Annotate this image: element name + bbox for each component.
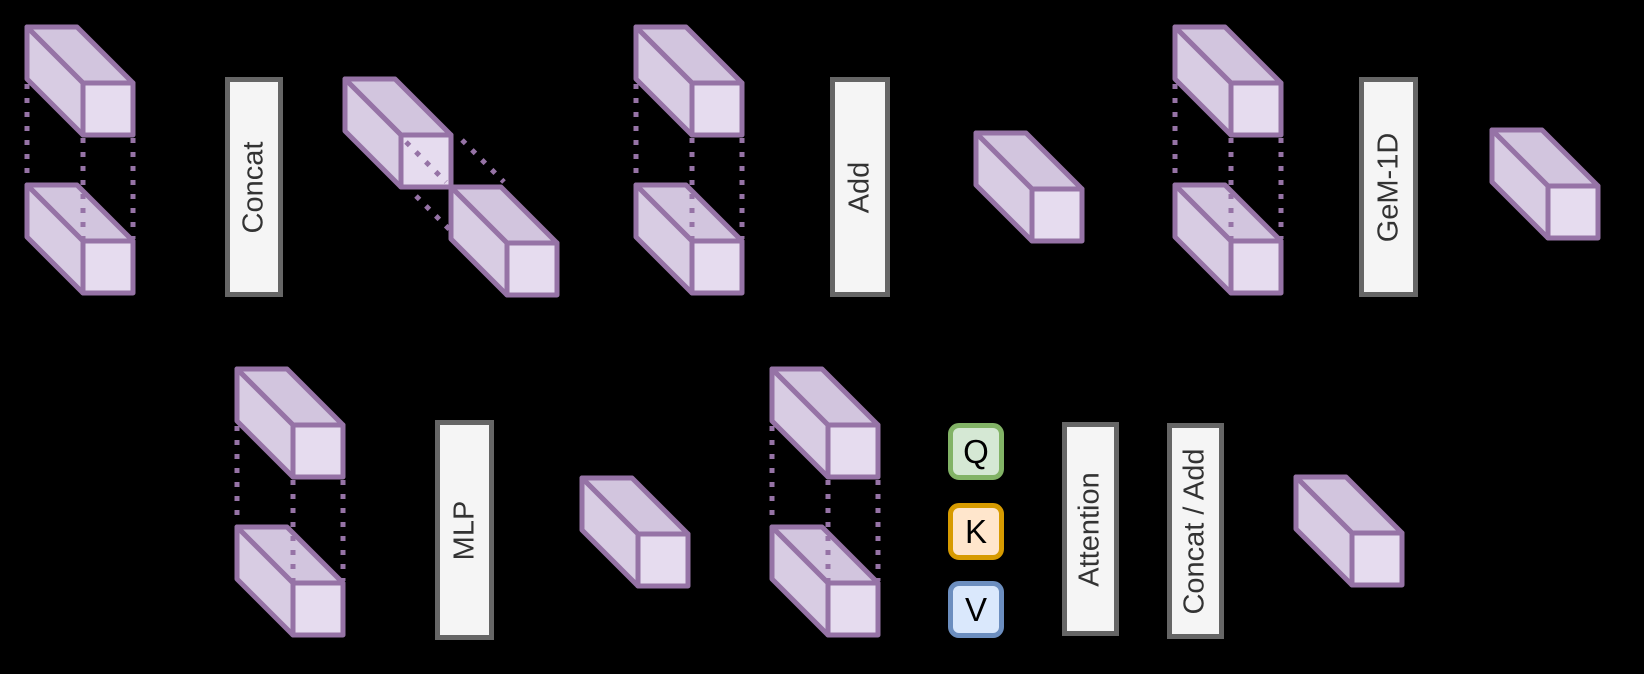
op-block-attention: Attention [1062, 422, 1119, 636]
tensor-cuboid-top [237, 369, 343, 477]
q-label: Q [963, 432, 989, 470]
v-box: V [948, 581, 1004, 638]
concat-input-tensor-stack [24, 24, 136, 316]
tensor-cuboid-bottom [27, 185, 133, 293]
gem1d-output-tensor [1489, 127, 1603, 243]
tensor-cuboid [976, 133, 1082, 241]
tensor-cuboid-bottom [1175, 185, 1281, 293]
op-label-add: Add [843, 161, 876, 213]
tensor-cuboid-bottom [772, 527, 878, 635]
k-box: K [948, 503, 1004, 560]
gem1d-input-tensor-stack [1172, 24, 1284, 316]
tensor-cuboid-top [27, 27, 133, 135]
tensor-cuboid [582, 478, 688, 586]
mlp-output-tensor [579, 475, 693, 591]
add-input-tensor-stack [633, 24, 745, 316]
op-block-gem1d: GeM-1D [1359, 77, 1418, 297]
op-block-add: Add [830, 77, 890, 297]
tensor-cuboid-upper [345, 79, 451, 187]
tensor-cuboid [1296, 477, 1402, 585]
op-label-concat-add: Concat / Add [1179, 447, 1211, 615]
dotted-connector [414, 194, 456, 236]
tensor-cuboid-top [772, 369, 878, 477]
op-block-concat-add: Concat / Add [1167, 423, 1224, 639]
q-box: Q [948, 423, 1004, 480]
op-label-gem1d: GeM-1D [1372, 132, 1405, 242]
tensor-cuboid [1492, 130, 1598, 238]
v-label: V [964, 590, 987, 628]
dotted-connector [404, 140, 448, 184]
attention-input-tensor-stack [769, 366, 881, 658]
add-output-tensor [973, 130, 1087, 246]
concat-output-tensors [342, 76, 562, 304]
op-label-concat: Concat [237, 141, 270, 233]
tensor-cuboid-top [636, 27, 742, 135]
tensor-cuboid-bottom [636, 185, 742, 293]
tensor-cuboid-bottom [237, 527, 343, 635]
tensor-cuboid-top [1175, 27, 1281, 135]
op-block-mlp: MLP [435, 420, 494, 640]
mlp-input-tensor-stack [234, 366, 346, 658]
dotted-connector [460, 138, 506, 184]
tensor-cuboid-lower [451, 187, 557, 295]
op-block-concat: Concat [225, 77, 283, 297]
op-label-mlp: MLP [448, 500, 481, 560]
attention-output-tensor [1293, 474, 1407, 590]
op-label-attention: Attention [1074, 471, 1107, 587]
k-label: K [964, 512, 987, 550]
